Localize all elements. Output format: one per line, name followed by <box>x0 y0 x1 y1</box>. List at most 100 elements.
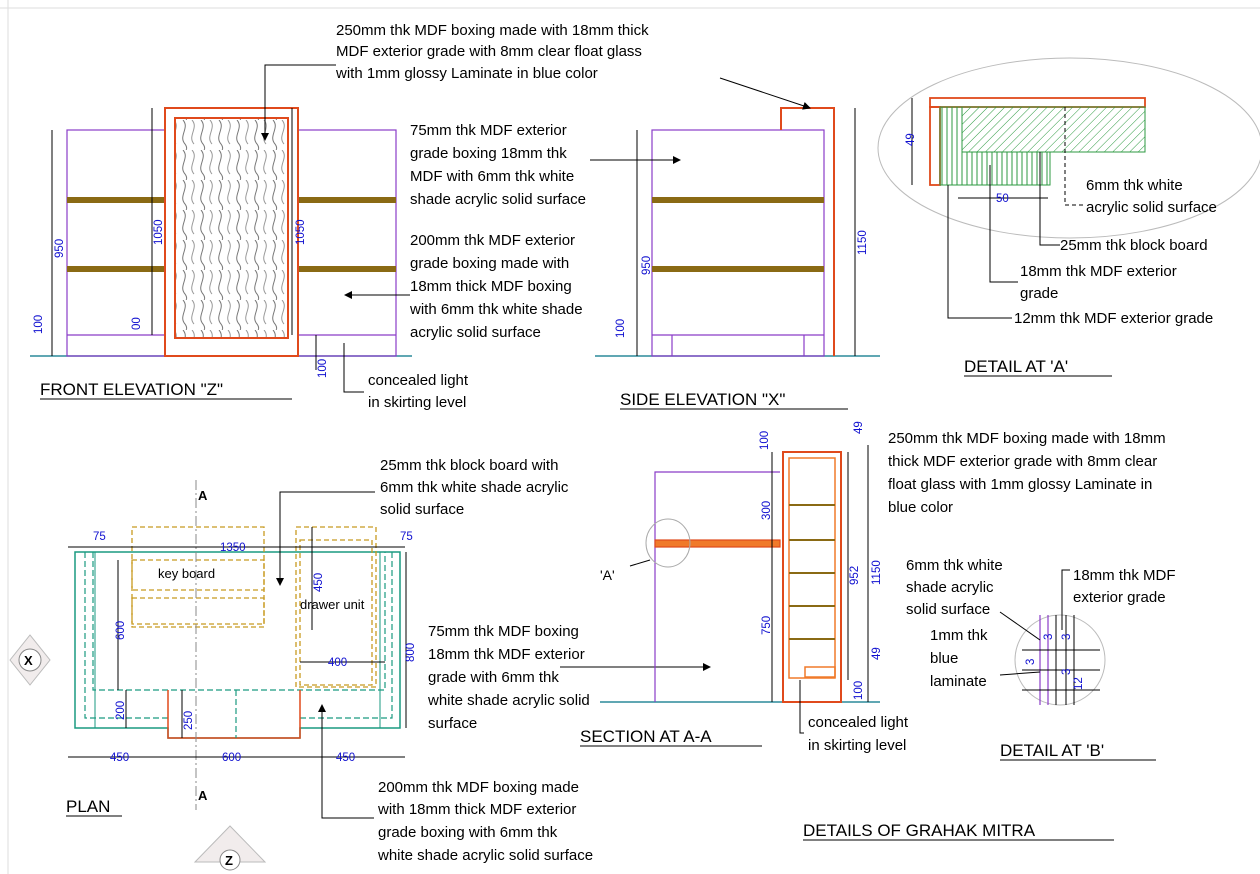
note-plan-75: 75mm thk MDF boxing 18mm thk MDF exterio… <box>427 623 711 732</box>
front-left-unit <box>66 129 166 357</box>
dim-front-1050: 1050 <box>295 219 307 245</box>
svg-text:with 6mm thk white shade: with 6mm thk white shade <box>409 301 583 318</box>
dim-sec-100: 100 <box>853 681 865 700</box>
dim-da-50: 50 <box>996 193 1009 205</box>
dim-front-100: 100 <box>317 359 329 378</box>
dim-plan-450: 450 <box>336 752 355 764</box>
plan-view: key board drawer unit A A 75 1350 75 600… <box>9 480 417 871</box>
svg-text:MDF exterior grade with 8mm cl: MDF exterior grade with 8mm clear float … <box>336 43 642 60</box>
dim-db-12: 12 <box>1073 677 1085 690</box>
dim-plan-600: 600 <box>115 621 127 640</box>
svg-text:18mm thk MDF: 18mm thk MDF <box>1073 567 1176 584</box>
note-section-boxing: 250mm thk MDF boxing made with 18mm thic… <box>888 430 1166 516</box>
section-mark-top: A <box>198 488 208 503</box>
svg-text:200mm thk MDF boxing made: 200mm thk MDF boxing made <box>378 779 579 796</box>
detail-b-title: DETAIL AT 'B' <box>1000 741 1104 760</box>
section-title: SECTION AT A-A <box>580 727 712 746</box>
svg-text:grade: grade <box>1020 285 1058 302</box>
svg-text:6mm thk white: 6mm thk white <box>1086 177 1183 194</box>
dim-sec-100: 100 <box>759 431 771 450</box>
view-x-label: X <box>24 653 33 668</box>
dim-sec-49: 49 <box>853 421 865 434</box>
svg-text:75mm thk MDF exterior: 75mm thk MDF exterior <box>410 122 567 139</box>
detail-b: 3 3 3 3 12 6mm thk white shade acrylic s… <box>906 557 1176 761</box>
section-counter-top <box>654 539 781 548</box>
front-right-unit <box>297 129 397 357</box>
section-a-a: 'A' 100 300 750 952 1150 49 49 100 SECTI… <box>580 421 883 747</box>
front-glass-panel <box>174 117 289 339</box>
svg-text:white shade acrylic solid surf: white shade acrylic solid surface <box>377 847 593 864</box>
detail-a: 49 50 6mm thk white acrylic solid surfac… <box>877 57 1260 377</box>
note-plan-block: 25mm thk block board with 6mm thk white … <box>276 457 569 586</box>
svg-text:exterior grade: exterior grade <box>1073 589 1166 606</box>
svg-text:blue: blue <box>930 650 958 667</box>
dim-sec-750: 750 <box>761 616 773 635</box>
dim-sec-952: 952 <box>849 566 861 585</box>
svg-text:in skirting level: in skirting level <box>808 737 906 754</box>
svg-text:grade boxing made with: grade boxing made with <box>410 255 569 272</box>
callout-a: 'A' <box>600 567 615 583</box>
front-shelf <box>67 266 165 272</box>
keyboard-label: key board <box>158 566 215 581</box>
note-front-75: 75mm thk MDF exterior grade boxing 18mm … <box>410 122 681 208</box>
dim-db-3: 3 <box>1025 659 1037 665</box>
svg-text:with 18mm thick MDF exterior: with 18mm thick MDF exterior <box>377 801 576 818</box>
svg-text:18mm thick MDF boxing: 18mm thick MDF boxing <box>410 278 572 295</box>
dim-sec-300: 300 <box>761 501 773 520</box>
dim-front-950: 950 <box>54 239 66 258</box>
dim-plan-75: 75 <box>400 531 413 543</box>
svg-text:MDF with 6mm thk white: MDF with 6mm thk white <box>410 168 574 185</box>
dim-db-3: 3 <box>1061 669 1073 675</box>
svg-text:200mm thk MDF exterior: 200mm thk MDF exterior <box>410 232 575 249</box>
side-elevation: 950 1150 100 SIDE ELEVATION "X" <box>595 107 880 410</box>
dim-da-49: 49 <box>905 133 917 146</box>
svg-text:75mm thk MDF boxing: 75mm thk MDF boxing <box>428 623 579 640</box>
section-mark-bottom: A <box>198 788 208 803</box>
svg-text:acrylic solid surface: acrylic solid surface <box>410 324 541 341</box>
dim-plan-800: 800 <box>405 643 417 662</box>
svg-text:6mm thk white: 6mm thk white <box>906 557 1003 574</box>
keyboard-tray <box>131 526 265 628</box>
svg-text:surface: surface <box>428 715 477 732</box>
dim-plan-75: 75 <box>93 531 106 543</box>
front-shelf <box>67 197 165 203</box>
svg-text:shade acrylic: shade acrylic <box>906 579 994 596</box>
dim-plan-400: 400 <box>328 657 347 669</box>
dim-sec-1150: 1150 <box>871 560 883 585</box>
svg-text:18mm thk MDF exterior: 18mm thk MDF exterior <box>1020 263 1177 280</box>
note-top-boxing: 250mm thk MDF boxing made with 18mm thic… <box>261 22 811 141</box>
dim-plan-450: 450 <box>313 573 325 592</box>
dim-db-3: 3 <box>1061 634 1073 640</box>
front-elevation: 950 1050 1050 100 00 100 FRONT ELEVATION… <box>30 107 412 400</box>
side-elevation-title: SIDE ELEVATION "X" <box>620 390 785 409</box>
svg-text:white shade acrylic solid: white shade acrylic solid <box>427 692 590 709</box>
side-shelf <box>652 266 824 272</box>
svg-text:acrylic solid surface: acrylic solid surface <box>1086 199 1217 216</box>
svg-text:solid surface: solid surface <box>906 601 990 618</box>
front-shelf <box>298 266 396 272</box>
svg-text:grade boxing 18mm thk: grade boxing 18mm thk <box>410 145 567 162</box>
svg-text:concealed light: concealed light <box>808 714 909 731</box>
svg-text:float glass with 1mm glossy La: float glass with 1mm glossy Laminate in <box>888 476 1152 493</box>
svg-text:6mm thk white shade acrylic: 6mm thk white shade acrylic <box>380 479 569 496</box>
note-front-200: 200mm thk MDF exterior grade boxing made… <box>344 232 583 341</box>
svg-text:thick MDF exterior grade with: thick MDF exterior grade with 8mm clear <box>888 453 1157 470</box>
front-shelf <box>298 197 396 203</box>
note-light-front: concealed light in skirting level <box>343 343 469 411</box>
dim-side-950: 950 <box>641 256 653 275</box>
dim-plan-1350: 1350 <box>220 542 246 554</box>
dim-plan-250: 250 <box>183 711 195 730</box>
dim-front-100: 00 <box>131 317 143 330</box>
drawing-title: DETAILS OF GRAHAK MITRA <box>803 821 1036 840</box>
svg-text:concealed light: concealed light <box>368 372 469 389</box>
dim-db-3: 3 <box>1043 634 1055 640</box>
svg-text:with 1mm glossy Laminate in bl: with 1mm glossy Laminate in blue color <box>335 65 598 82</box>
side-glass-box <box>780 107 835 356</box>
svg-text:grade with 6mm thk: grade with 6mm thk <box>428 669 559 686</box>
note-plan-200: 200mm thk MDF boxing made with 18mm thic… <box>318 704 593 864</box>
svg-text:1mm thk: 1mm thk <box>930 627 988 644</box>
view-z-label: Z <box>225 853 233 868</box>
dim-plan-450: 450 <box>110 752 129 764</box>
svg-text:shade acrylic solid surface: shade acrylic solid surface <box>410 191 586 208</box>
